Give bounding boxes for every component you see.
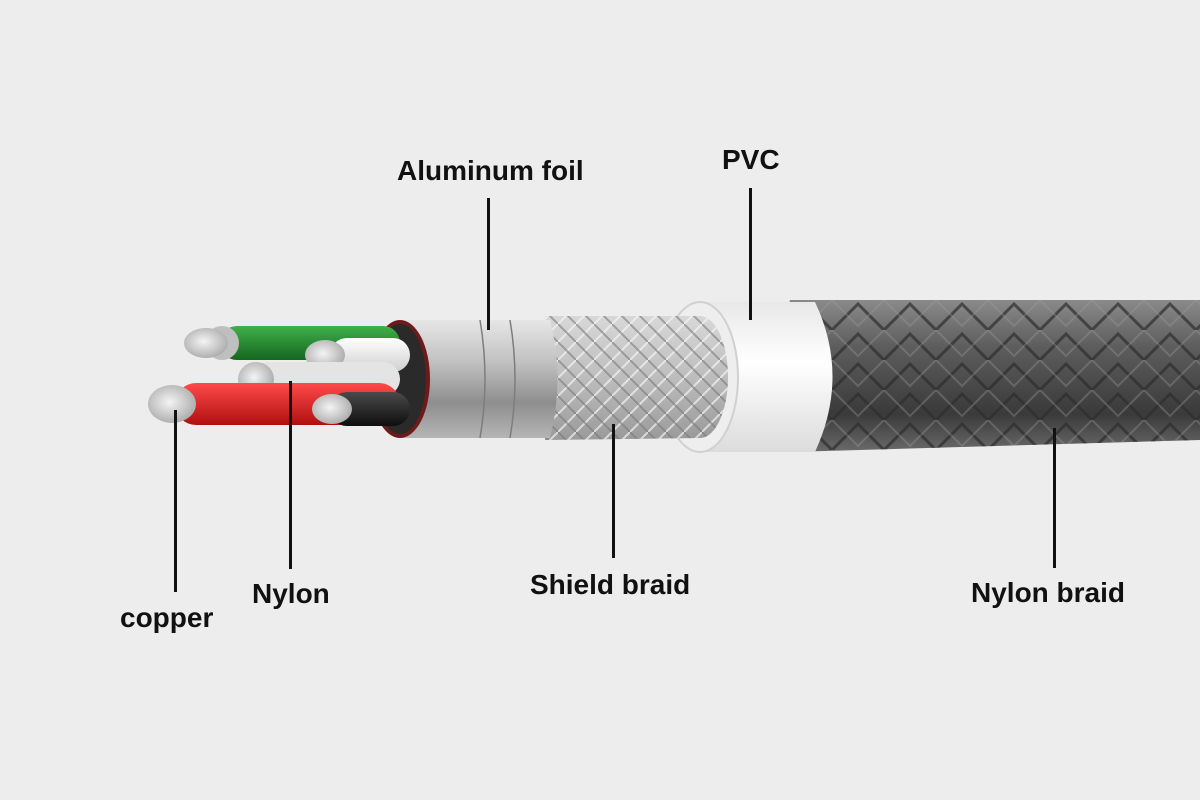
shield-braid-layer bbox=[545, 316, 728, 440]
copper-label: copper bbox=[120, 602, 214, 633]
nylon-braid-label: Nylon braid bbox=[971, 577, 1126, 608]
green-wire-copper bbox=[184, 328, 228, 358]
copper-leader bbox=[174, 410, 177, 592]
nylon-braid-jacket bbox=[780, 300, 1200, 452]
aluminum-foil-label: Aluminum foil bbox=[397, 155, 584, 186]
nylon-leader bbox=[289, 381, 292, 569]
inner-wires bbox=[148, 326, 410, 426]
shield-braid-label: Shield braid bbox=[530, 569, 691, 600]
shield-braid-leader bbox=[612, 424, 615, 558]
black-wire-copper bbox=[312, 394, 352, 424]
red-wire-copper bbox=[148, 385, 196, 423]
pvc-label: PVC bbox=[722, 144, 780, 175]
aluminum-foil-leader bbox=[487, 198, 490, 330]
black-wire bbox=[330, 392, 410, 426]
nylon-braid-leader bbox=[1053, 428, 1056, 568]
pvc-leader bbox=[749, 188, 752, 320]
nylon-label: Nylon bbox=[252, 578, 330, 609]
